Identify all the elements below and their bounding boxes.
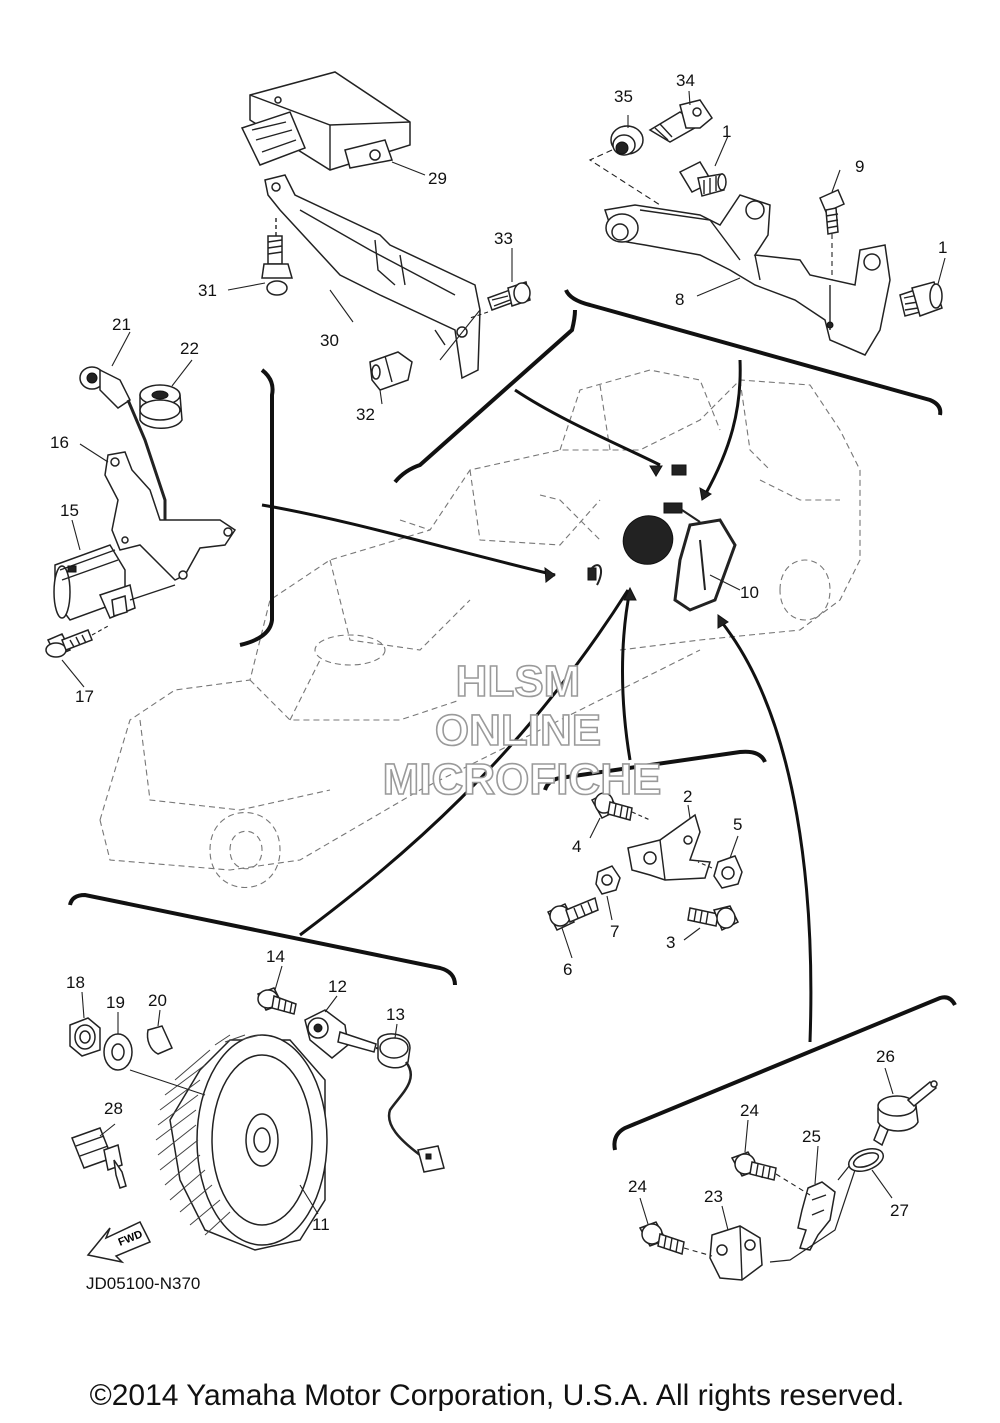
clip-32 — [369, 351, 413, 391]
part-label[interactable]: 18 — [66, 973, 85, 992]
watermark-line-2: ONLINE — [435, 706, 601, 755]
bolt-4 — [590, 791, 651, 821]
copyright-notice: ©2014 Yamaha Motor Corporation, U.S.A. A… — [90, 1379, 905, 1412]
bolt-3 — [687, 905, 740, 932]
part-label[interactable]: 33 — [494, 229, 513, 248]
part-label[interactable]: 4 — [572, 837, 581, 856]
part-label[interactable]: 8 — [675, 290, 684, 309]
bracket-25 — [769, 1164, 856, 1263]
part-label[interactable]: 5 — [733, 815, 742, 834]
bolt-31 — [261, 218, 293, 296]
part-label[interactable]: 21 — [112, 315, 131, 334]
switch-34 — [648, 99, 713, 143]
part-label[interactable]: 16 — [50, 433, 69, 452]
bracket-2 — [627, 813, 711, 881]
part-label[interactable]: 19 — [106, 993, 125, 1012]
part-label[interactable]: 17 — [75, 687, 94, 706]
ignition-coil-15 — [53, 544, 176, 621]
part-label[interactable]: 10 — [740, 583, 759, 602]
label-leaders — [61, 90, 946, 1231]
part-label[interactable]: 15 — [60, 501, 79, 520]
part-label[interactable]: 30 — [320, 331, 339, 350]
bolt-1-right — [899, 281, 943, 317]
bolt-17 — [45, 624, 111, 658]
part-label[interactable]: 35 — [614, 87, 633, 106]
drawing-code: JD05100-N370 — [86, 1274, 200, 1293]
washer-19 — [103, 1033, 133, 1071]
part-label[interactable]: 1 — [938, 238, 947, 257]
part-label[interactable]: 26 — [876, 1047, 895, 1066]
part-label[interactable]: 24 — [740, 1101, 759, 1120]
part-label[interactable]: 27 — [890, 1201, 909, 1220]
part-label[interactable]: 31 — [198, 281, 217, 300]
part-label[interactable]: 28 — [104, 1099, 123, 1118]
bolt-14 — [256, 987, 297, 1015]
bolt-24-upper — [730, 1151, 811, 1196]
part-label[interactable]: 6 — [563, 960, 572, 979]
part-label[interactable]: 12 — [328, 977, 347, 996]
part-label[interactable]: 25 — [802, 1127, 821, 1146]
part-label[interactable]: 14 — [266, 947, 285, 966]
watermark-line-1: HLSM — [456, 657, 581, 706]
grommet-22 — [139, 384, 183, 429]
part-label[interactable]: 34 — [676, 71, 695, 90]
switch-26 — [873, 1080, 938, 1147]
fwd-arrow — [86, 1221, 152, 1264]
part-label[interactable]: 7 — [610, 922, 619, 941]
cdi-unit — [240, 71, 411, 171]
watermark: HLSM ONLINE MICROFICHE — [382, 656, 662, 805]
watermark-line-3: MICROFICHE — [383, 755, 662, 804]
part-label[interactable]: 24 — [628, 1177, 647, 1196]
part-label[interactable]: 3 — [666, 933, 675, 952]
part-label[interactable]: 13 — [386, 1005, 405, 1024]
part-label[interactable]: 29 — [428, 169, 447, 188]
part-label[interactable]: 1 — [722, 122, 731, 141]
part-labels: 1 1 2 3 4 5 6 7 8 9 10 11 12 13 14 15 16… — [50, 71, 947, 1234]
sensor-23 — [709, 1225, 763, 1281]
part-label[interactable]: 20 — [148, 991, 167, 1010]
part-label[interactable]: 9 — [855, 157, 864, 176]
nut-5 — [697, 855, 743, 889]
nut-7 — [595, 865, 621, 895]
key-20 — [146, 1025, 173, 1055]
part-label[interactable]: 22 — [180, 339, 199, 358]
bolt-33 — [469, 281, 531, 319]
nut-18 — [69, 1017, 101, 1057]
cart-engine-components — [587, 464, 737, 612]
bracket-16 — [104, 451, 237, 581]
grommet-35 — [588, 125, 661, 206]
bolt-9 — [819, 189, 845, 320]
grommet-13 — [377, 1033, 445, 1173]
bolt-6 — [546, 896, 599, 931]
bracket-8 — [604, 194, 891, 356]
cdi-bracket — [264, 174, 481, 380]
bolt-24-lower — [638, 1221, 713, 1257]
pointer-lines — [261, 359, 813, 1043]
pickup-coil-12 — [304, 1009, 389, 1059]
golf-cart-outline — [99, 369, 861, 889]
part-label[interactable]: 11 — [312, 1215, 330, 1234]
bolt-1-top — [678, 161, 727, 197]
part-label[interactable]: 23 — [704, 1187, 723, 1206]
oring-27 — [847, 1148, 885, 1172]
sensor-28 — [71, 1127, 127, 1189]
flywheel-11 — [129, 1034, 328, 1251]
group-brackets — [68, 289, 957, 1151]
part-label[interactable]: 2 — [683, 787, 692, 806]
part-label[interactable]: 32 — [356, 405, 375, 424]
